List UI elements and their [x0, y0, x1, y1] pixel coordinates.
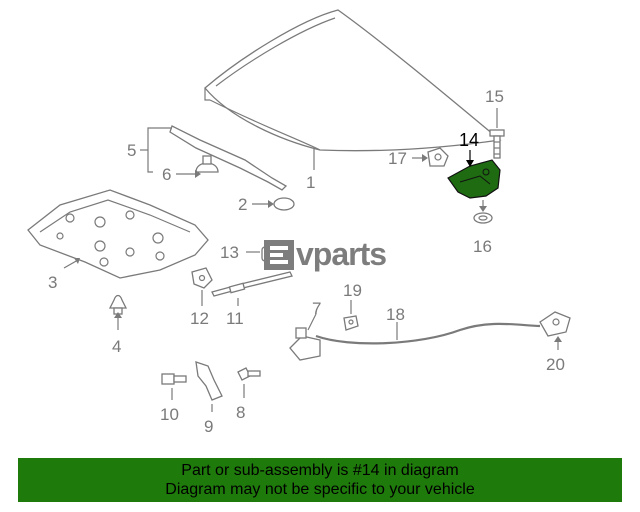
callout-14: 14 [459, 130, 479, 150]
hood-lock-14-part[interactable] [447, 159, 501, 199]
callout-6: 6 [162, 165, 171, 184]
banner-line-2: Diagram may not be specific to your vehi… [165, 481, 475, 498]
handle-20-part[interactable] [539, 311, 571, 337]
callout-20: 20 [546, 355, 565, 374]
support-rod-11-part[interactable] [211, 271, 293, 297]
lock-control-7-part[interactable] [289, 327, 321, 361]
callout-17: 17 [388, 149, 407, 168]
callout-16: 16 [473, 237, 492, 256]
washer-16-part[interactable] [473, 212, 493, 224]
callout-10: 10 [160, 405, 179, 424]
parts-diagram: 1 5 6 2 3 4 [27, 9, 571, 436]
bracket-17-part[interactable] [427, 147, 449, 167]
callout-15: 15 [485, 87, 504, 106]
bolt-8-part[interactable] [237, 367, 261, 381]
callout-1: 1 [306, 173, 315, 192]
bracket-12-part[interactable] [191, 267, 213, 289]
callout-4: 4 [112, 337, 121, 356]
bolt-15-part[interactable] [489, 129, 505, 159]
callout-13: 13 [220, 243, 239, 262]
callout-9: 9 [204, 417, 213, 436]
hood-seal-part[interactable] [169, 125, 288, 191]
release-cable-18-part[interactable] [315, 322, 541, 345]
bracket-9-part[interactable] [195, 361, 223, 401]
callout-3: 3 [48, 273, 57, 292]
insulator-3-part[interactable] [27, 189, 209, 279]
bolt-10-part[interactable] [161, 373, 187, 385]
logo-text: vparts [296, 236, 386, 272]
info-banner: Part or sub-assembly is #14 in diagram D… [18, 458, 622, 502]
callout-7: 7 [312, 299, 321, 318]
clip-6-part[interactable] [195, 155, 219, 173]
callout-11: 11 [226, 309, 244, 328]
callout-12: 12 [190, 309, 209, 328]
plug-2-part[interactable] [273, 197, 295, 211]
callout-2: 2 [238, 195, 247, 214]
clip-4-part[interactable] [108, 294, 128, 315]
callout-8: 8 [236, 403, 245, 422]
banner-line-1: Part or sub-assembly is #14 in diagram [181, 462, 459, 479]
callout-18: 18 [386, 305, 405, 324]
hood-part[interactable] [204, 9, 502, 152]
callout-19: 19 [343, 281, 362, 300]
clip-19-part[interactable] [343, 315, 359, 331]
callout-5: 5 [127, 141, 136, 160]
evparts-logo: vparts [264, 236, 387, 272]
